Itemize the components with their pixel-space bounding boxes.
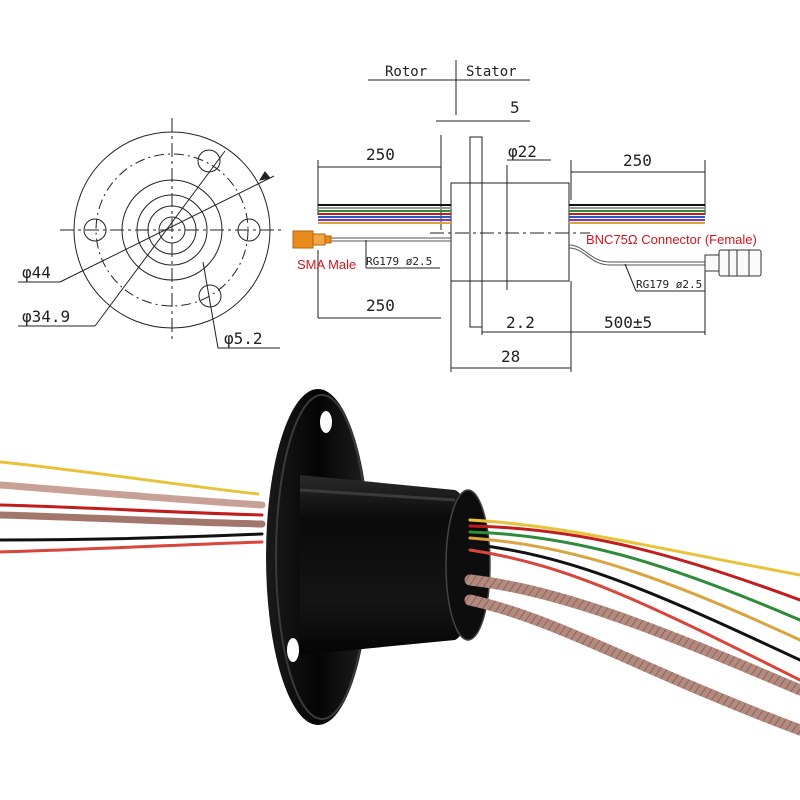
body-side [450, 182, 570, 282]
sma-connector-icon [292, 230, 332, 249]
rotor-wires [318, 204, 451, 242]
mount-hole-bottom [198, 284, 222, 308]
dim-bolt-circle: φ34.9 [22, 307, 70, 326]
bnc-connector-label: BNC75Ω Connector (Female) [586, 232, 757, 247]
dim-flange-to-body: 2.2 [506, 313, 535, 332]
leader-phi34 [94, 150, 226, 327]
sma-male-label: SMA Male [297, 257, 356, 272]
dim-body-length: 28 [501, 347, 520, 366]
right-wires [464, 518, 800, 736]
leader-arrow-top [258, 171, 271, 181]
flange-hole-top [320, 411, 332, 433]
body-cylinder [300, 475, 474, 655]
coax-cable-right-1 [464, 574, 800, 696]
dim-rotor-wire-length: 250 [366, 145, 395, 164]
dim-hole-diameter: φ5.2 [224, 329, 263, 348]
dim-stator-cable-length: 500±5 [604, 313, 652, 332]
body-end-face [445, 489, 491, 641]
bnc-connector-icon [704, 249, 762, 277]
dim-rotor-cable-length: 250 [366, 296, 395, 315]
dim-body-diameter: φ22 [508, 142, 537, 161]
dim-stator-wire-length: 250 [623, 151, 652, 170]
cable-spec-left: RG179 ø2.5 [366, 255, 432, 268]
mount-hole-top [197, 149, 221, 173]
product-photo [0, 389, 800, 736]
flange-hole-bottom [287, 638, 299, 662]
flange-side [469, 136, 483, 328]
stator-label: Stator [466, 64, 517, 80]
coax-cable-right-2 [464, 594, 800, 736]
left-wires [0, 460, 266, 554]
rotor-label: Rotor [385, 64, 427, 80]
front-view [18, 118, 285, 349]
cable-spec-right-leader [624, 263, 637, 292]
dim-outer-diameter: φ44 [22, 263, 51, 282]
dim-flange-thickness: 5 [510, 98, 520, 117]
stator-wires [568, 204, 706, 266]
leader-phi5 [202, 261, 280, 349]
cable-spec-right: RG179 ø2.5 [636, 278, 702, 291]
